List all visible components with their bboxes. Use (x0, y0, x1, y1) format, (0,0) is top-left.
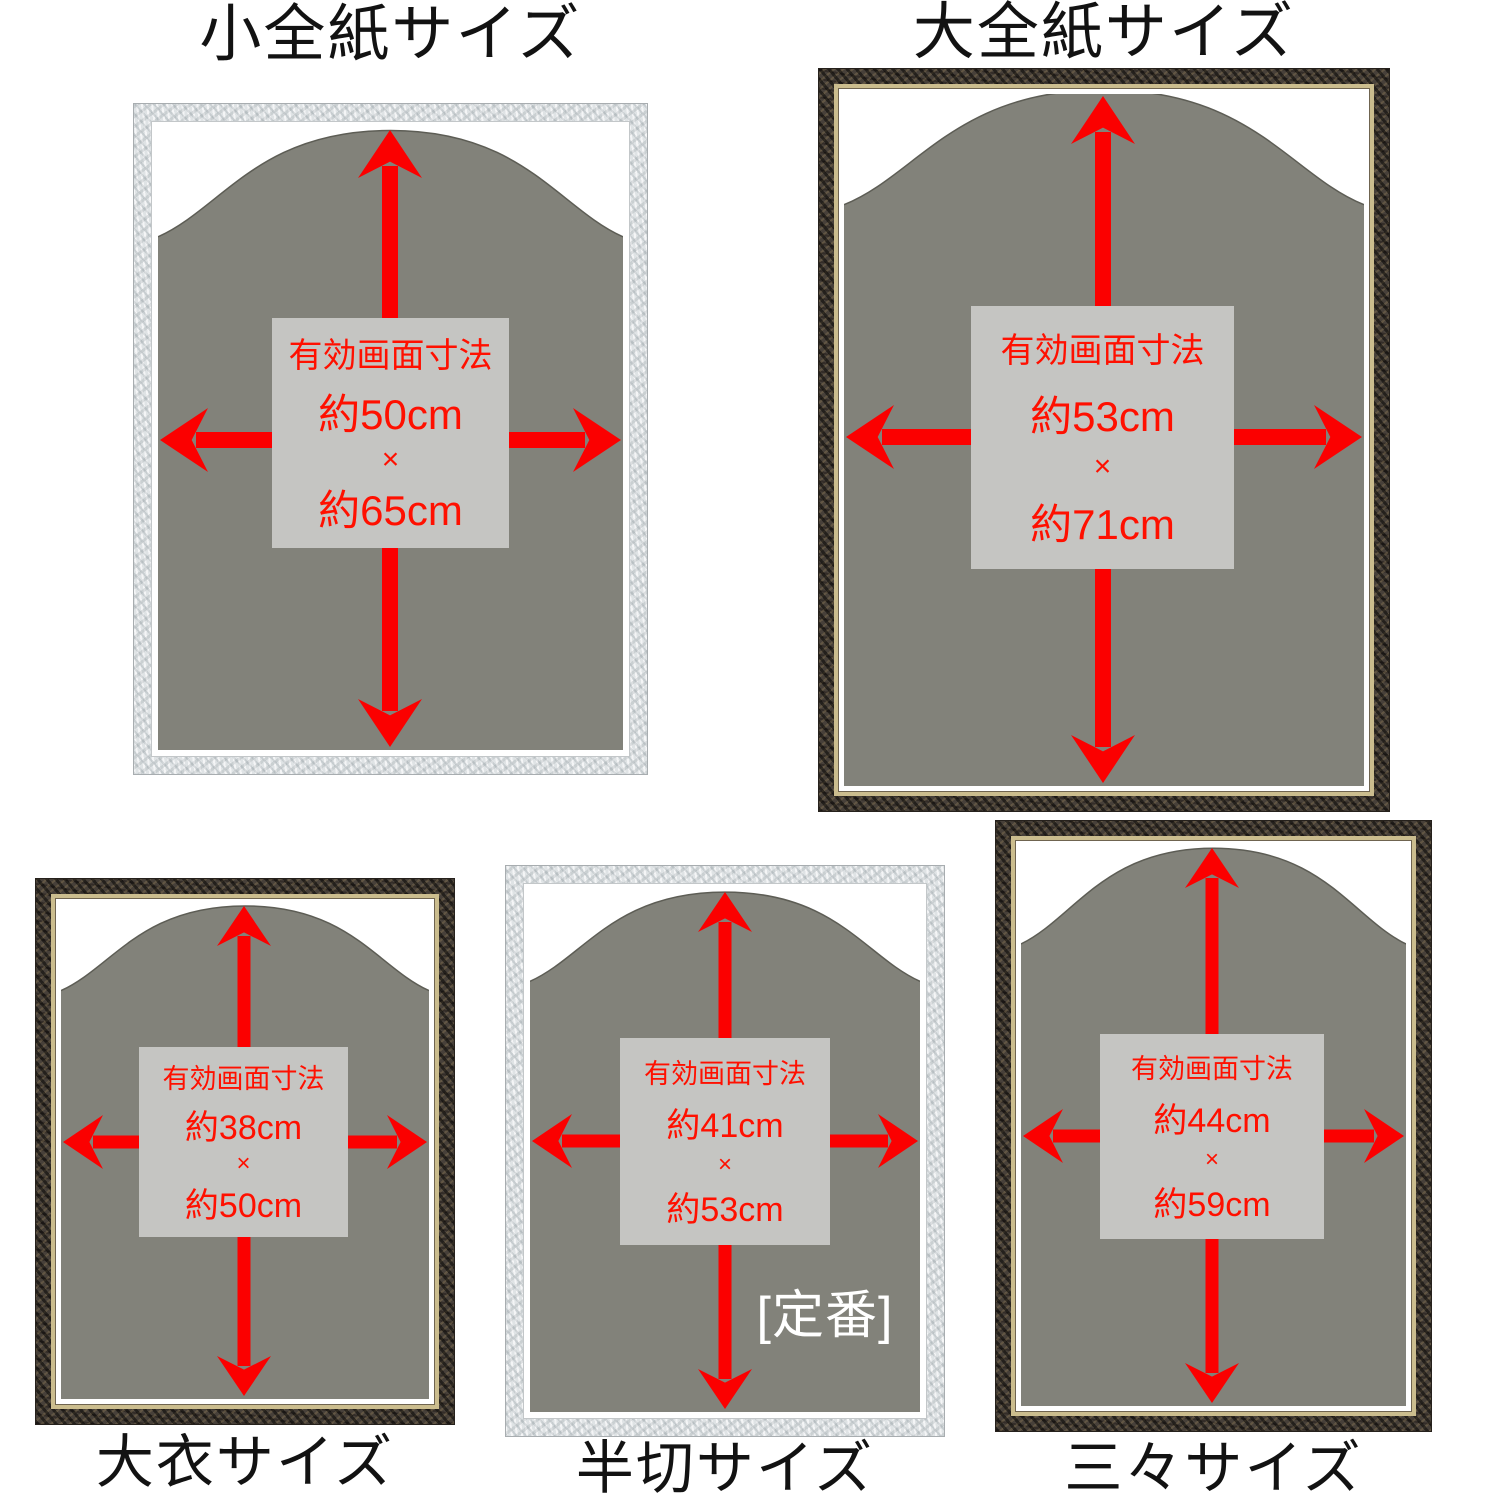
dimension-label-heading: 有効画面寸法 (1131, 1054, 1293, 1085)
frame-mat: 有効画面寸法 約44cm × 約59cm (1011, 836, 1416, 1416)
frame-card-hansetsu: 有効画面寸法 約41cm × 約53cm [定番] (505, 865, 945, 1437)
dimension-width: 約41cm (666, 1107, 784, 1146)
frame-card-ko-zenshi: 有効画面寸法 約50cm × 約65cm (133, 103, 648, 775)
dimension-height: 約59cm (1153, 1185, 1271, 1224)
frame-card-sansan: 有効画面寸法 約44cm × 約59cm (995, 820, 1432, 1432)
dimension-label: 有効画面寸法 約41cm × 約53cm (620, 1038, 830, 1245)
size-title-hansetsu: 半切サイズ (575, 1436, 875, 1500)
dimension-label-heading: 有効画面寸法 (162, 1064, 325, 1095)
dimension-label: 有効画面寸法 約53cm × 約71cm (971, 306, 1234, 569)
dimension-times-sign: × (381, 442, 400, 476)
dimension-label-heading: 有効画面寸法 (288, 337, 493, 376)
dimension-height: 約53cm (666, 1191, 784, 1230)
vertical-dimension-arrow (1185, 848, 1239, 1403)
standard-size-badge: [定番] (756, 1287, 894, 1345)
dimension-times-sign: × (1204, 1145, 1219, 1173)
dimension-label: 有効画面寸法 約44cm × 約59cm (1100, 1034, 1324, 1239)
dimension-height: 約50cm (184, 1186, 303, 1225)
frame-card-dai-i: 有効画面寸法 約38cm × 約50cm (35, 878, 455, 1425)
dimension-width: 約38cm (184, 1109, 303, 1148)
dimension-width: 約53cm (1030, 392, 1175, 440)
frame-mat: 有効画面寸法 約50cm × 約65cm (151, 121, 630, 757)
dimension-width: 約44cm (1153, 1102, 1271, 1141)
dimension-times-sign: × (1093, 450, 1112, 484)
dimension-height: 約65cm (318, 486, 463, 534)
size-title-dai-zenshi: 大全紙サイズ (912, 0, 1296, 67)
vertical-dimension-arrow (217, 906, 271, 1396)
size-title-ko-zenshi: 小全紙サイズ (199, 0, 582, 69)
dimension-times-sign: × (236, 1149, 251, 1177)
dimension-label-heading: 有効画面寸法 (644, 1058, 806, 1089)
dimension-label: 有効画面寸法 約50cm × 約65cm (272, 318, 509, 548)
dimension-label-heading: 有効画面寸法 (1000, 331, 1205, 370)
frame-mat: 有効画面寸法 約38cm × 約50cm (51, 894, 439, 1409)
frame-mat: 有効画面寸法 約53cm × 約71cm (834, 84, 1374, 796)
dimension-height: 約71cm (1030, 501, 1175, 549)
size-title-sansan: 三々サイズ (1064, 1436, 1363, 1500)
frame-card-dai-zenshi: 有効画面寸法 約53cm × 約71cm (818, 68, 1390, 812)
size-title-dai-i: 大衣サイズ (95, 1430, 395, 1495)
dimension-label: 有効画面寸法 約38cm × 約50cm (139, 1047, 348, 1237)
frame-mat: 有効画面寸法 約41cm × 約53cm [定番] (523, 883, 927, 1419)
dimension-width: 約50cm (318, 391, 463, 439)
dimension-times-sign: × (717, 1150, 732, 1178)
